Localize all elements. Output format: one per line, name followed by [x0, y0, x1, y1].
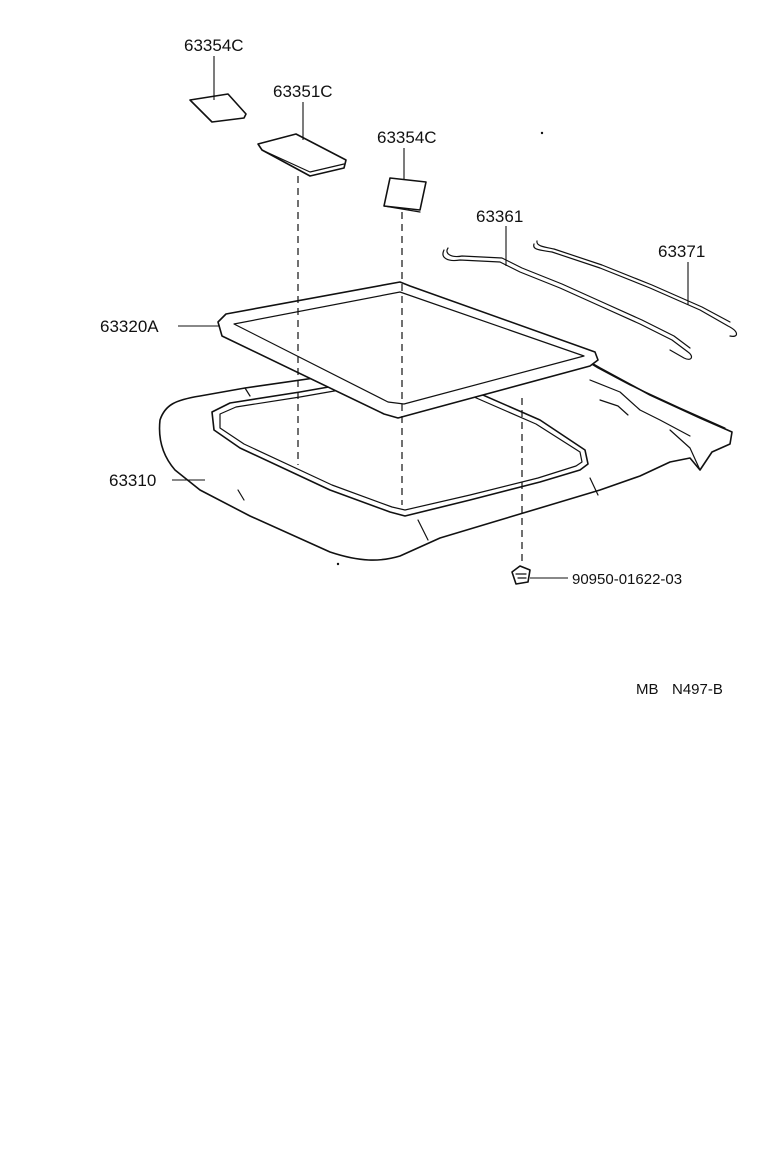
retainer-wire-63371 — [533, 240, 738, 337]
assembly-guides — [297, 176, 523, 566]
sunroof-trim-frame — [217, 281, 599, 419]
stray-dot — [540, 131, 544, 135]
pad-middle — [383, 177, 427, 213]
pad-top — [189, 93, 247, 123]
stray-dot — [336, 562, 340, 566]
sunshade-plate — [257, 133, 347, 177]
label-63371: 63371 — [658, 242, 705, 261]
label-63320a: 63320A — [100, 317, 159, 336]
label-90950-01622-03: 90950-01622-03 — [572, 571, 682, 588]
label-63361: 63361 — [476, 207, 523, 226]
label-63310: 63310 — [109, 471, 156, 490]
label-63354c-mid: 63354C — [377, 128, 437, 147]
footer-code-prefix: MB — [636, 681, 659, 698]
label-63351c: 63351C — [273, 82, 333, 101]
leader-lines — [172, 56, 689, 579]
clip-part — [511, 565, 531, 585]
label-63354c-top: 63354C — [184, 36, 244, 55]
retainer-wire-63361 — [442, 247, 693, 360]
footer-code: N497-B — [672, 681, 723, 698]
